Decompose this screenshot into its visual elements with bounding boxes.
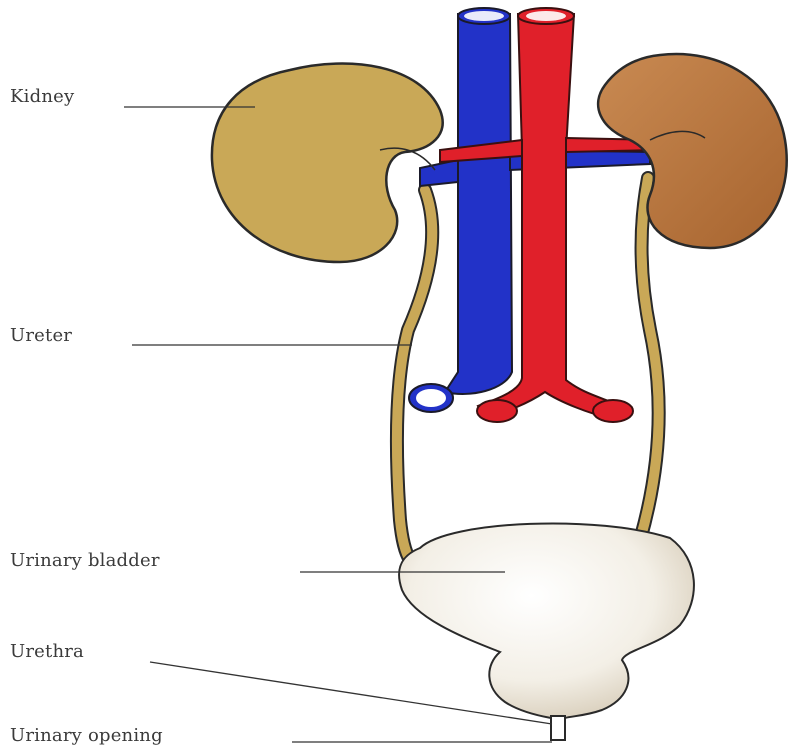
label-kidney: Kidney [10,86,74,107]
label-urinary-opening: Urinary opening [10,725,163,746]
left-kidney [212,63,443,262]
urethra [551,716,565,740]
urinary-bladder [399,523,694,730]
label-urinary-bladder: Urinary bladder [10,550,160,571]
label-ureter: Ureter [10,325,72,346]
label-urethra: Urethra [10,641,84,662]
